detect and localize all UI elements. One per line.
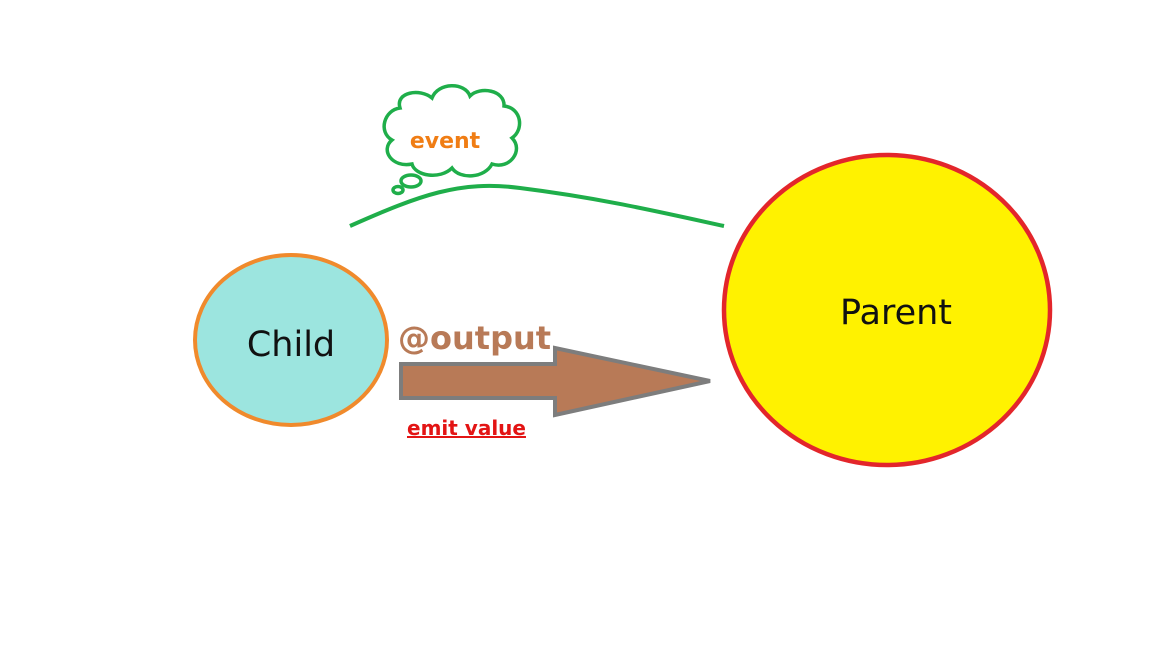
parent-label: Parent bbox=[840, 293, 952, 333]
event-cloud bbox=[382, 84, 522, 196]
cloud-bubble-large bbox=[399, 173, 423, 189]
output-arrow bbox=[399, 345, 711, 418]
output-label: @output bbox=[398, 319, 551, 357]
cloud-bubble-small bbox=[391, 184, 405, 196]
emit-value-label: emit value bbox=[407, 416, 526, 440]
parent-node bbox=[721, 152, 1053, 468]
event-curve bbox=[349, 183, 725, 228]
event-label: event bbox=[410, 129, 481, 154]
child-label: Child bbox=[247, 325, 335, 365]
child-node bbox=[193, 253, 389, 427]
cloud-shape bbox=[382, 84, 522, 178]
